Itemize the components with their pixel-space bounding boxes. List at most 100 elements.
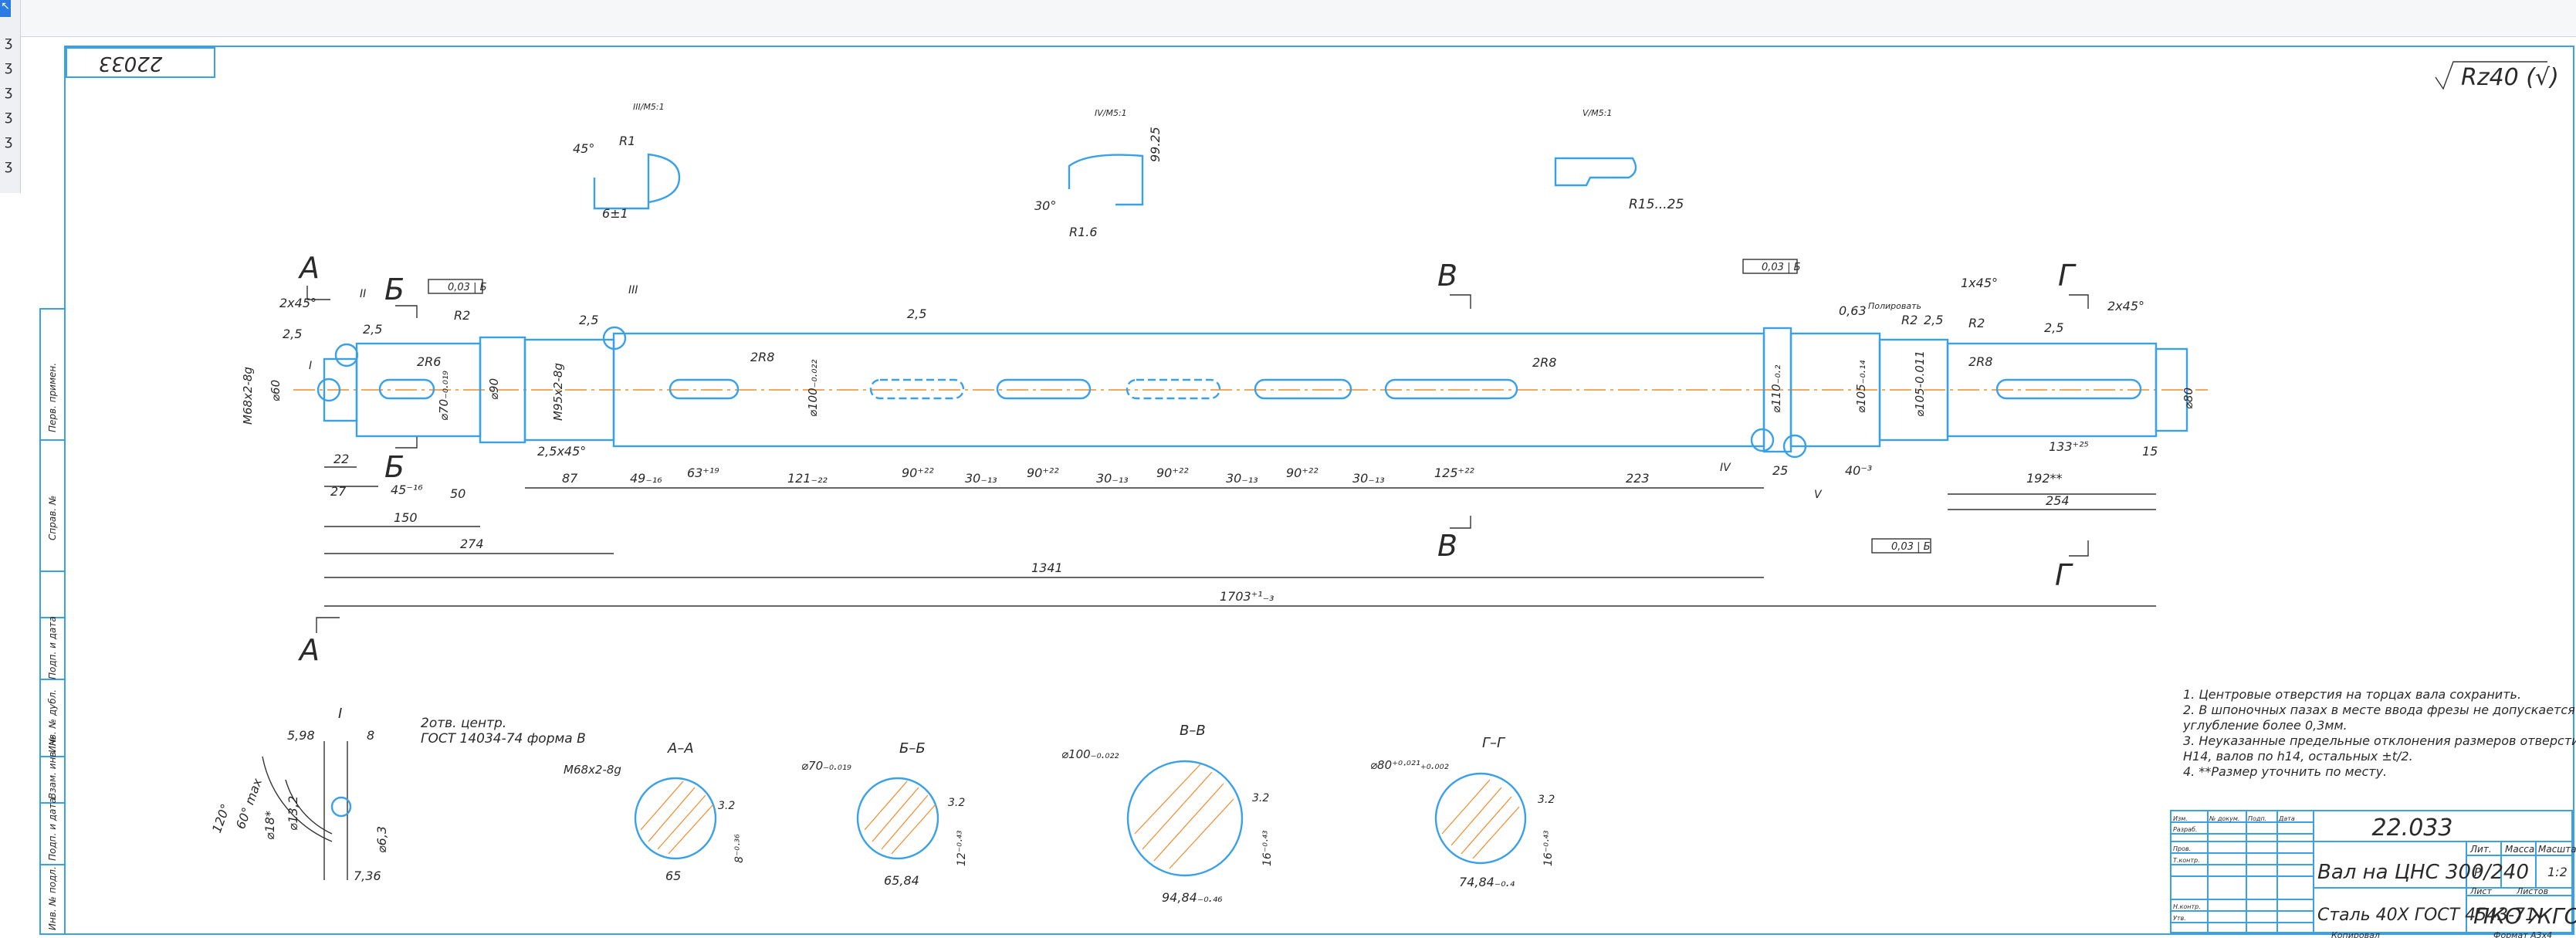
dim: 133⁺²⁵ <box>2049 439 2089 454</box>
dim: ⌀80 <box>2182 388 2195 409</box>
line-tool-icon[interactable]: ʒ <box>5 34 13 50</box>
dim: 274 <box>460 537 484 551</box>
strip-label: Взам. инв. № <box>47 737 58 799</box>
strip-label: Подп. и дата <box>47 797 58 861</box>
text-tool-icon[interactable]: ʒ <box>5 133 13 149</box>
note-line: 2. В шпоночных пазах в месте ввода фрезы… <box>2183 703 2575 717</box>
dim: 8 <box>367 728 374 743</box>
dim: 2,5 <box>907 306 926 321</box>
dim: 2R8 <box>750 350 774 364</box>
dim: 2,5 <box>1924 313 1943 327</box>
stamp-box <box>66 47 215 78</box>
dim: 223 <box>1626 471 1650 486</box>
sheets-label: Листов <box>2516 886 2548 896</box>
dim: 121₋₂₂ <box>787 471 828 486</box>
hatch-tool-icon[interactable]: ʒ <box>5 108 13 124</box>
tolerance-frame: 0,03 | Б <box>1891 541 1931 553</box>
dim: 50 <box>450 486 465 501</box>
detail-mark-ii: II <box>360 288 366 300</box>
dim: 30₋₁₃ <box>965 471 997 486</box>
scale-header: Масштаб <box>2538 844 2576 855</box>
dim: 2,5x45° <box>537 444 586 459</box>
section-g-top: Г <box>2058 259 2077 293</box>
dims-bottom: 22 27 50 150 274 87 49₋₁₆ 121₋₂₂ 30₋₁₃ 3… <box>330 444 2158 604</box>
detail-iii: III/M5:1 45° R1 6±1 <box>573 102 681 221</box>
dim: ⌀100₋₀.₀₂₂ <box>1061 747 1119 761</box>
detail-iv: IV/M5:1 30° 99.25 R1.6 <box>1034 108 1163 239</box>
svg-text:Т.контр.: Т.контр. <box>2173 857 2200 864</box>
arc-tool-icon[interactable]: ʒ <box>5 59 13 75</box>
svg-text:Изм.: Изм. <box>2173 815 2188 822</box>
stamp-number: 22033 <box>99 52 163 75</box>
sheet-label: Лист <box>2469 886 2492 896</box>
edit-tool-icon[interactable]: ʒ <box>5 157 13 174</box>
dim: 2R6 <box>417 354 441 369</box>
dim: Полировать <box>1868 301 1921 311</box>
svg-text:№ докум.: № докум. <box>2209 815 2239 822</box>
svg-text:Дата: Дата <box>2278 815 2295 822</box>
dimension-tool-icon[interactable]: ʒ <box>5 83 13 100</box>
dim: 120° <box>209 802 233 835</box>
drawing-number: 22.033 <box>2372 814 2453 841</box>
roughness-note: Rz40 (√) <box>2461 64 2559 91</box>
dim: 30₋₁₃ <box>1352 471 1385 486</box>
detail-header: V/M5:1 <box>1582 108 1612 118</box>
dim: 45⁻¹⁶ <box>391 483 423 497</box>
dim: 99.25 <box>1148 127 1163 162</box>
material: Сталь 40Х ГОСТ 4543-71 <box>2317 906 2536 925</box>
dim: 16⁻⁰·⁴³ <box>1542 830 1555 866</box>
dim: 150 <box>394 510 418 525</box>
dims-keyways: 2R6 2R8 2R8 2R8 45⁻¹⁶ 63⁺¹⁹ 90⁺²² 90⁺²² … <box>391 350 2089 497</box>
note-line: 4. **Размер уточнить по месту. <box>2183 764 2387 779</box>
section-view-b: Б–Б ⌀70₋₀.₀₁₉ 3.2 65,84 12⁻⁰·⁴³ <box>801 740 968 888</box>
dim: 30₋₁₃ <box>1226 471 1258 486</box>
dim: ⌀110₋₀.₂ <box>1769 365 1783 413</box>
dim: ⌀70₋₀.₀₁₉ <box>801 759 851 773</box>
dim: 12⁻⁰·⁴³ <box>956 830 968 866</box>
dim: R1.6 <box>1069 225 1098 239</box>
section-v-top: В <box>1437 259 1457 293</box>
detail-header: III/M5:1 <box>633 102 665 112</box>
tool-palette: ↖ ʒ ʒ ʒ ʒ ʒ ʒ <box>0 0 21 193</box>
section-title: Б–Б <box>899 740 926 757</box>
detail-i-note: ГОСТ 14034-74 форма В <box>421 731 586 747</box>
dim: М95x2-8g <box>551 363 565 421</box>
dim: 1341 <box>1031 560 1063 575</box>
dim: 125⁺²² <box>1434 466 1474 480</box>
rough: 3.2 <box>718 800 735 812</box>
strip-label: Инв. № дубл. <box>47 689 58 753</box>
dim: 8⁻⁰·³⁶ <box>733 834 746 863</box>
dim: 2x45° <box>2107 299 2144 313</box>
select-tool-icon[interactable]: ↖ <box>0 0 11 17</box>
dim: 22 <box>333 452 349 466</box>
dim: 192** <box>2026 471 2063 486</box>
rough: 3.2 <box>948 797 965 809</box>
letter: Р <box>2474 865 2482 879</box>
dim: М68x2-8g <box>564 763 621 777</box>
section-view-g: Г–Г ⌀80⁺⁰·⁰²¹₊₀.₀₀₂ 3.2 74,84₋₀.₄ 16⁻⁰·⁴… <box>1370 735 1555 889</box>
dim: 40⁻³ <box>1845 463 1872 478</box>
dim: R2 <box>1901 313 1918 327</box>
note-line: углубление более 0,3мм. <box>2182 718 2348 733</box>
dim: ⌀90 <box>487 378 501 400</box>
dim: 90⁺²² <box>902 466 934 480</box>
tolerance-frames: 0,03 | Б 0,03 | Б 0,03 | Б <box>428 259 1931 554</box>
svg-text:Разраб.: Разраб. <box>2173 826 2197 833</box>
dim: 1703⁺¹₋₃ <box>1220 589 1274 604</box>
dim: 5,98 <box>287 728 315 743</box>
dim: 60° max <box>233 776 265 831</box>
dim: ⌀60 <box>269 380 283 401</box>
dim: 7,36 <box>354 869 381 883</box>
dim: 63⁺¹⁹ <box>687 466 719 480</box>
dim: ⌀13,2 <box>286 796 300 831</box>
dim: 2,5 <box>283 327 302 341</box>
section-g-bottom: Г <box>2055 558 2073 592</box>
dim: R15...25 <box>1629 197 1684 212</box>
dim: 2,5 <box>363 322 382 337</box>
detail-mark-iii: III <box>628 284 638 296</box>
dim: ⌀105-0.011 <box>1913 350 1927 417</box>
dim: М68x2-8g <box>241 367 255 425</box>
section-title: Г–Г <box>1482 735 1506 751</box>
dims-diameter: М68x2-8g ⌀60 ⌀70₋₀.₀₁₉ ⌀90 М95x2-8g ⌀100… <box>241 350 2195 425</box>
